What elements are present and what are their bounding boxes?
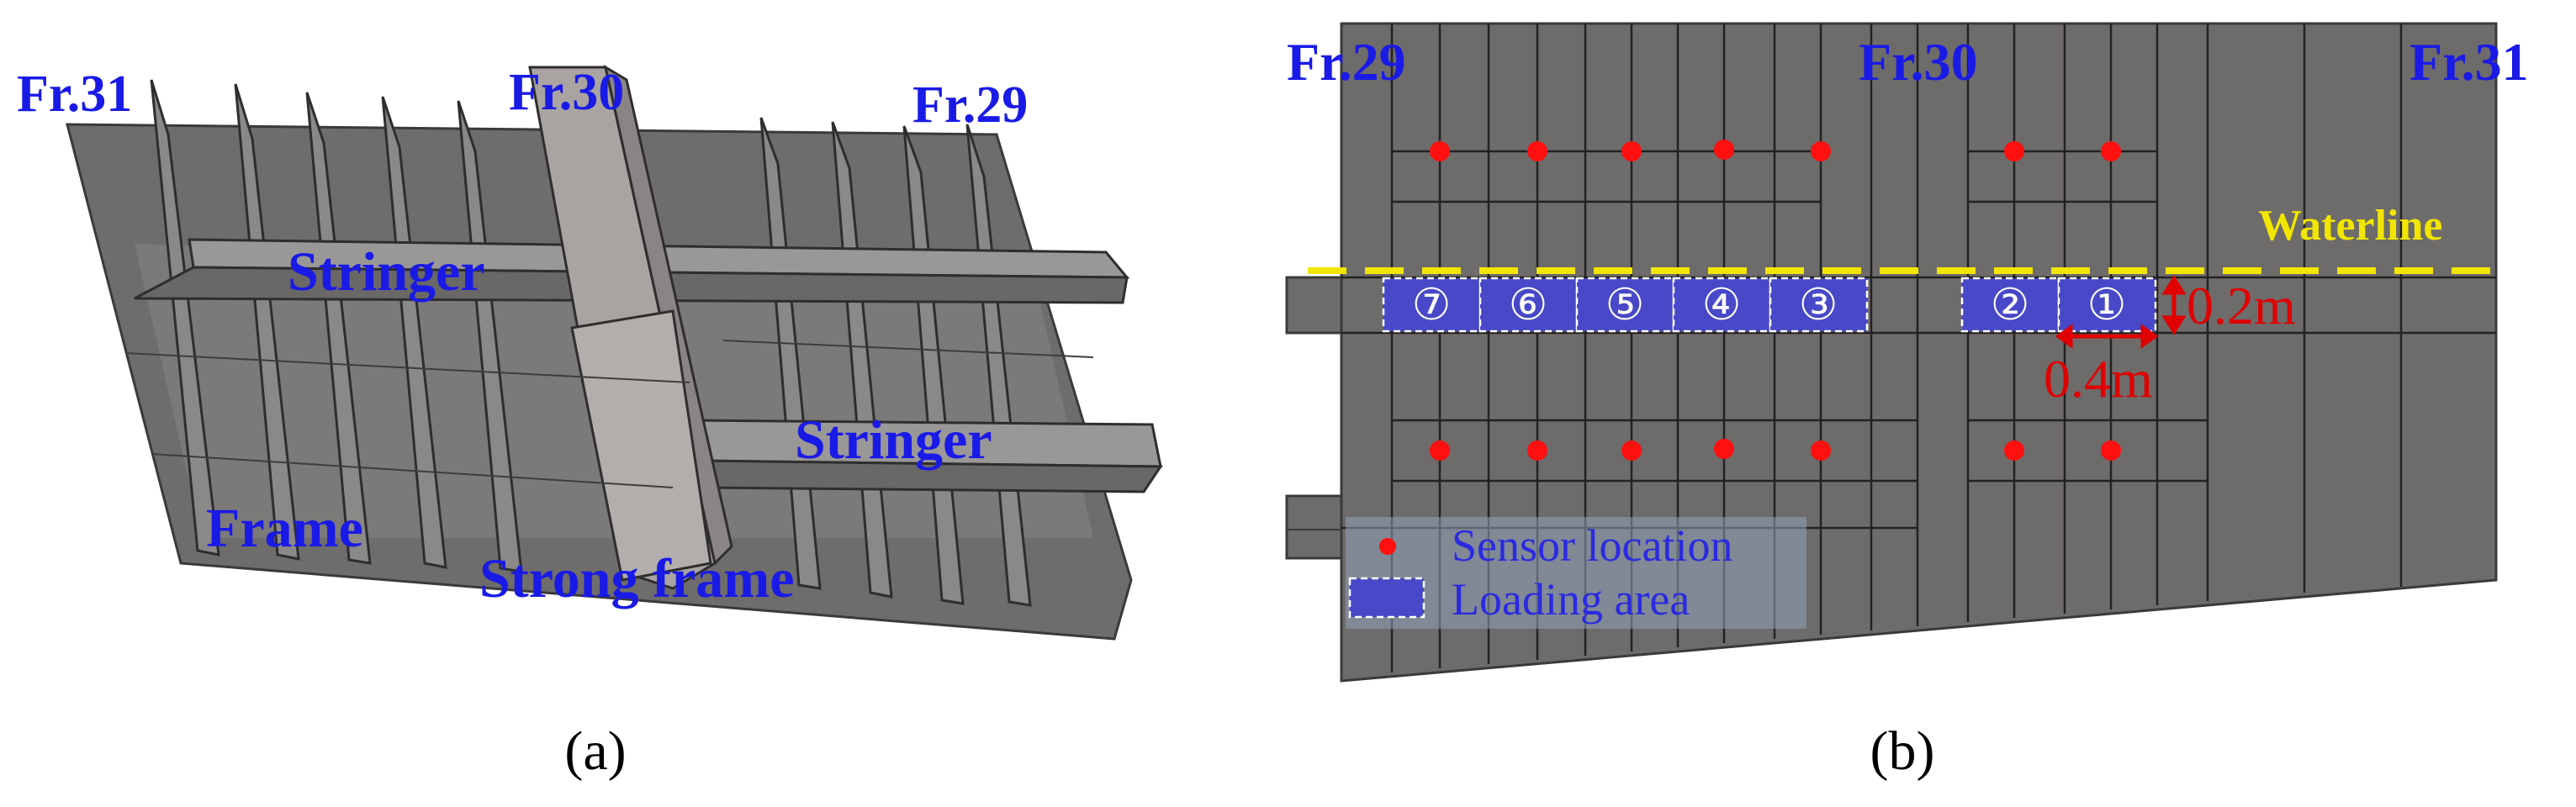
- frame-webs: [150, 79, 1032, 607]
- dimension-width: [2055, 324, 2159, 349]
- strong-frame-label: Strong frame: [479, 548, 795, 609]
- frame-label-fr30-b: Fr.30: [1859, 32, 1978, 92]
- sensor-dot: [1430, 141, 1450, 161]
- sensor-dot: [1714, 439, 1734, 459]
- loading-area-7: ⑦: [1412, 280, 1452, 330]
- stringer-label-lower: Stringer: [795, 409, 992, 471]
- sensor-dot: [2004, 141, 2024, 161]
- panel-b: Waterline ⑦ ⑥ ⑤ ④ ③ ② ①: [1285, 22, 2529, 782]
- loading-area-3: ③: [1799, 280, 1838, 330]
- sensor-dot: [2101, 440, 2121, 461]
- sensor-dot: [2101, 141, 2121, 161]
- frame-label: Frame: [206, 498, 363, 559]
- dimension-height: [2161, 275, 2187, 335]
- waterline-label: Waterline: [2258, 202, 2443, 250]
- legend-loading-icon: [1348, 577, 1426, 619]
- sensors: [1430, 140, 2121, 461]
- frame-label-fr31: Fr.31: [17, 66, 132, 123]
- legend-loading-label: Loading area: [1452, 574, 1690, 625]
- loading-area-1: ①: [2087, 280, 2127, 330]
- legend-sensor-icon: [1379, 538, 1396, 555]
- sensor-dot: [1430, 440, 1450, 461]
- loading-area-5: ⑤: [1605, 280, 1645, 330]
- grid-horizontals: [1341, 150, 2496, 530]
- legend: Sensor location Loading area: [1346, 517, 1806, 629]
- sensor-dot: [1527, 440, 1547, 461]
- caption-a: (a): [564, 720, 626, 782]
- stringer-label-upper: Stringer: [288, 241, 485, 303]
- panel-a: Fr.31 Fr.30 Fr.29 Stringer Stringer Fram…: [17, 64, 1163, 782]
- loading-area-6: ⑥: [1509, 280, 1548, 330]
- loading-areas: [1382, 277, 2157, 333]
- frame-label-fr31-b: Fr.31: [2409, 32, 2529, 92]
- dim-height-label: 0.2m: [2187, 276, 2296, 335]
- sensor-dot: [1714, 140, 1734, 160]
- sensor-dot: [1527, 141, 1547, 161]
- frame-label-fr29-b: Fr.29: [1287, 32, 1406, 92]
- dim-width-label: 0.4m: [2044, 349, 2153, 409]
- sensor-dot: [2004, 440, 2024, 461]
- loading-area-2: ②: [1991, 280, 2030, 330]
- frame-label-fr30: Fr.30: [509, 64, 624, 121]
- sensor-dot: [1811, 141, 1831, 161]
- sensor-dot: [1811, 440, 1831, 461]
- legend-sensor-label: Sensor location: [1452, 520, 1732, 571]
- caption-b: (b): [1870, 720, 1935, 782]
- frame-label-fr29: Fr.29: [912, 76, 1028, 134]
- sensor-dot: [1621, 141, 1642, 161]
- loading-area-numbers: ⑦ ⑥ ⑤ ④ ③ ② ①: [1412, 280, 2127, 330]
- loading-area-4: ④: [1702, 280, 1742, 330]
- sensor-dot: [1621, 440, 1642, 461]
